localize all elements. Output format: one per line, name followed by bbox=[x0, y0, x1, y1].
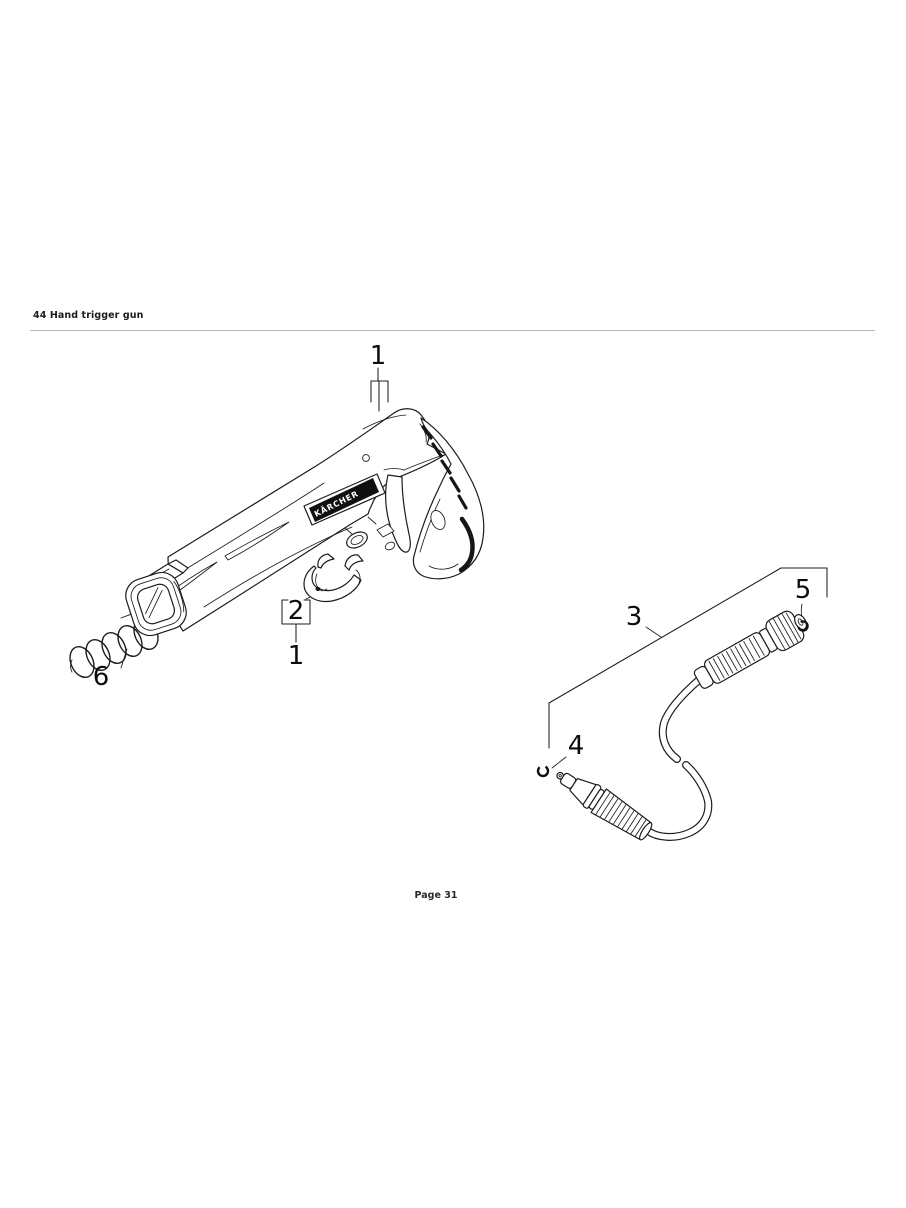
page-number: Page 31 bbox=[414, 890, 458, 901]
hose-nozzle bbox=[556, 771, 653, 841]
section-title: 44 Hand trigger gun bbox=[33, 310, 144, 321]
trigger-gun-part: KÄRCHER bbox=[125, 408, 485, 637]
o-ring-4 bbox=[536, 764, 550, 778]
callout-5: 5 bbox=[794, 575, 812, 605]
hose-coupling-nut bbox=[693, 610, 808, 689]
callout-1-bottom: 1 bbox=[287, 641, 305, 671]
o-ring-5 bbox=[797, 620, 809, 632]
callout-6: 6 bbox=[92, 662, 110, 692]
callout-1-top: 1 bbox=[369, 341, 387, 371]
clip-part bbox=[303, 553, 364, 603]
header-divider bbox=[30, 330, 875, 331]
callout-2: 2 bbox=[287, 596, 305, 626]
muzzle-cap bbox=[125, 571, 187, 637]
callout-4: 4 bbox=[567, 731, 585, 761]
callout-3: 3 bbox=[625, 602, 643, 632]
hose-part bbox=[556, 610, 808, 841]
